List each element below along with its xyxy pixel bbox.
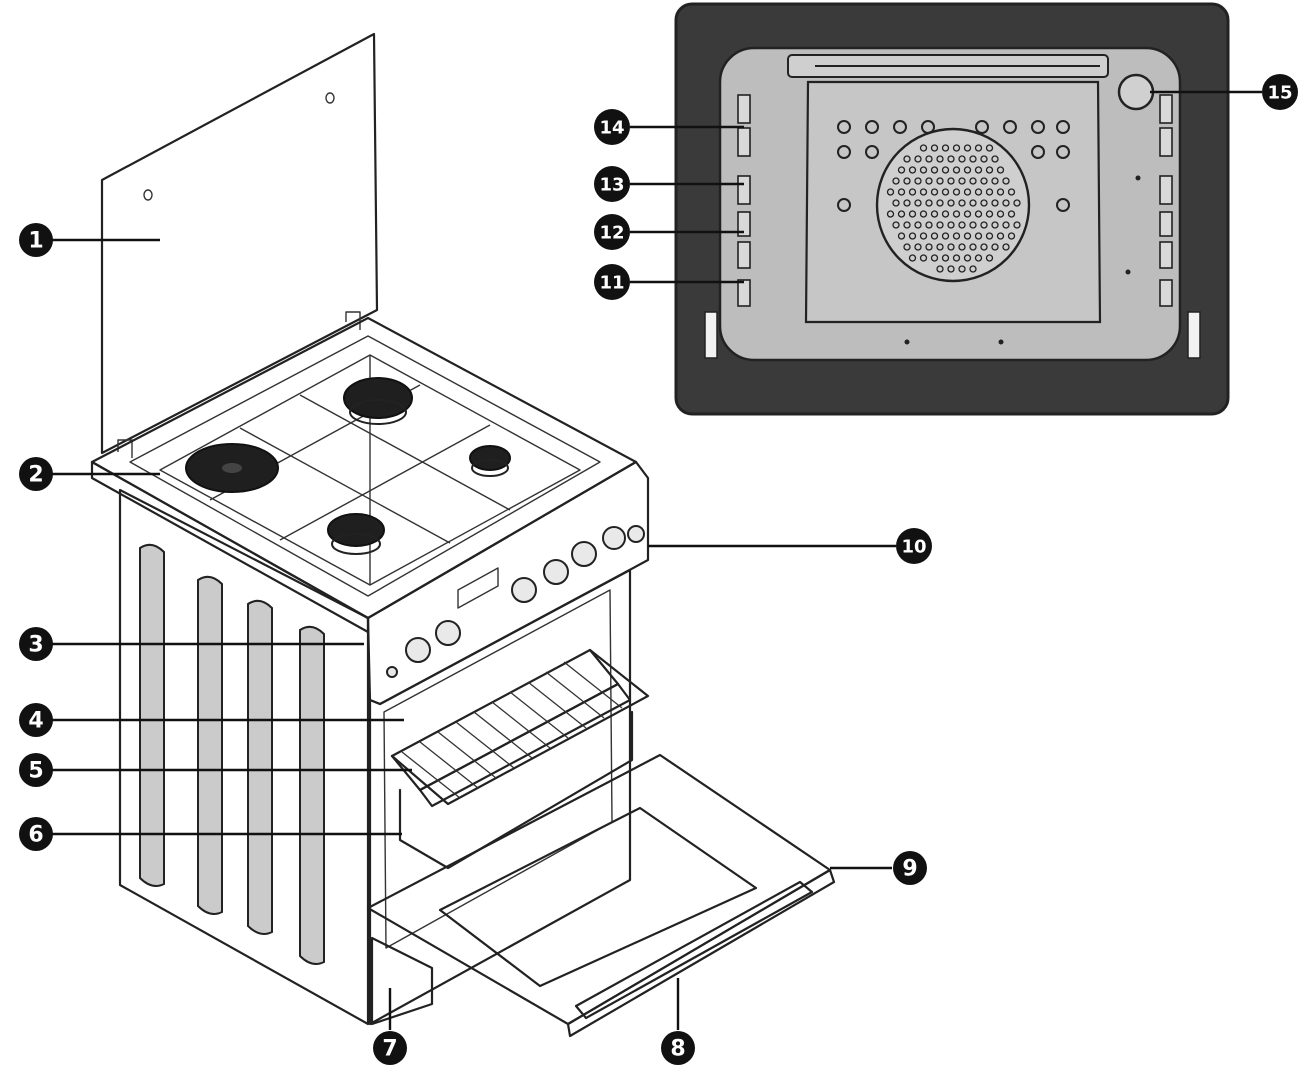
svg-text:6: 6 <box>28 823 43 848</box>
callout-14: 14 <box>594 109 630 145</box>
callout-8: 8 <box>661 1031 695 1065</box>
svg-text:12: 12 <box>599 223 624 244</box>
callout-7: 7 <box>373 1031 407 1065</box>
callout-1: 1 <box>19 223 53 257</box>
svg-text:14: 14 <box>599 118 624 139</box>
callout-13: 13 <box>594 166 630 202</box>
svg-text:13: 13 <box>599 175 624 196</box>
svg-text:3: 3 <box>28 633 43 658</box>
shelf-runners-right <box>1159 94 1173 307</box>
callout-5: 5 <box>19 753 53 787</box>
callout-9: 9 <box>893 851 927 885</box>
svg-text:1: 1 <box>28 229 43 254</box>
callout-2: 2 <box>19 457 53 491</box>
callout-4: 4 <box>19 703 53 737</box>
svg-text:2: 2 <box>28 463 43 488</box>
oven-interior-inset <box>674 2 1230 416</box>
svg-text:9: 9 <box>902 857 917 882</box>
callouts: 1 2 3 4 5 6 7 8 9 10 11 12 13 14 15 <box>19 74 1298 1065</box>
vent-holes <box>837 120 1070 212</box>
oven-door <box>366 753 836 1038</box>
svg-text:11: 11 <box>599 273 624 294</box>
svg-text:8: 8 <box>670 1037 685 1062</box>
control-knobs <box>386 525 645 678</box>
svg-text:7: 7 <box>382 1037 397 1062</box>
svg-text:4: 4 <box>28 709 43 734</box>
cooker-body <box>90 316 836 1038</box>
svg-text:15: 15 <box>1267 83 1292 104</box>
burner-rear <box>343 377 413 425</box>
glass-lid <box>100 32 379 458</box>
side-panel-ribs <box>139 543 325 965</box>
burner-right <box>469 445 511 477</box>
grill-pan <box>390 648 650 870</box>
callout-10: 10 <box>896 528 932 564</box>
callout-11: 11 <box>594 264 630 300</box>
fan-cover-holes <box>886 144 1021 273</box>
callout-12: 12 <box>594 214 630 250</box>
svg-text:5: 5 <box>28 759 43 784</box>
hotplate <box>185 443 279 493</box>
burner-front <box>327 513 385 555</box>
callout-3: 3 <box>19 627 53 661</box>
callout-6: 6 <box>19 817 53 851</box>
svg-text:10: 10 <box>901 537 926 558</box>
leader-lines <box>52 90 1262 1030</box>
callout-15: 15 <box>1262 74 1298 110</box>
